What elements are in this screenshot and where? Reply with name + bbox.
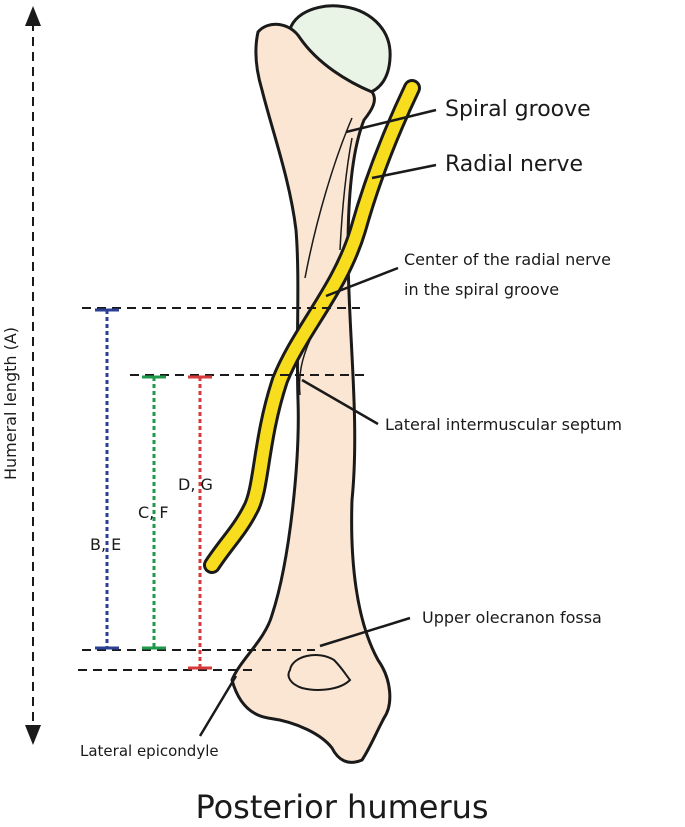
leader-spiral-groove xyxy=(345,108,437,134)
leader-radial-nerve xyxy=(371,163,437,180)
measure-be xyxy=(95,308,119,650)
label-measure-dg: D, G xyxy=(178,475,213,494)
measure-dg xyxy=(188,375,212,670)
leader-epicondyle xyxy=(198,675,238,737)
humerus-bone xyxy=(230,22,392,764)
label-radial-nerve: Radial nerve xyxy=(445,152,583,177)
diagram-title: Posterior humerus xyxy=(195,788,488,826)
measure-cf xyxy=(142,375,166,650)
label-humeral-length: Humeral length (A) xyxy=(1,327,20,480)
humeral-length-arrow xyxy=(25,6,41,745)
label-measure-be: B, E xyxy=(90,535,121,554)
spiral-groove-line-2 xyxy=(339,137,353,251)
label-center-line2: in the spiral groove xyxy=(404,280,559,299)
label-lateral-septum: Lateral intermuscular septum xyxy=(385,415,622,434)
label-measure-cf: C, F xyxy=(138,503,169,522)
leader-olecranon xyxy=(319,616,411,648)
label-upper-olecranon: Upper olecranon fossa xyxy=(422,608,602,627)
label-spiral-groove: Spiral groove xyxy=(445,97,591,122)
olecranon-fossa xyxy=(287,654,352,691)
leader-center-nerve xyxy=(325,266,399,298)
label-lateral-epicondyle: Lateral epicondyle xyxy=(80,742,219,760)
label-center-line1: Center of the radial nerve xyxy=(404,250,611,269)
spiral-groove-line-1 xyxy=(304,117,353,279)
leader-lateral-septum xyxy=(301,378,379,426)
